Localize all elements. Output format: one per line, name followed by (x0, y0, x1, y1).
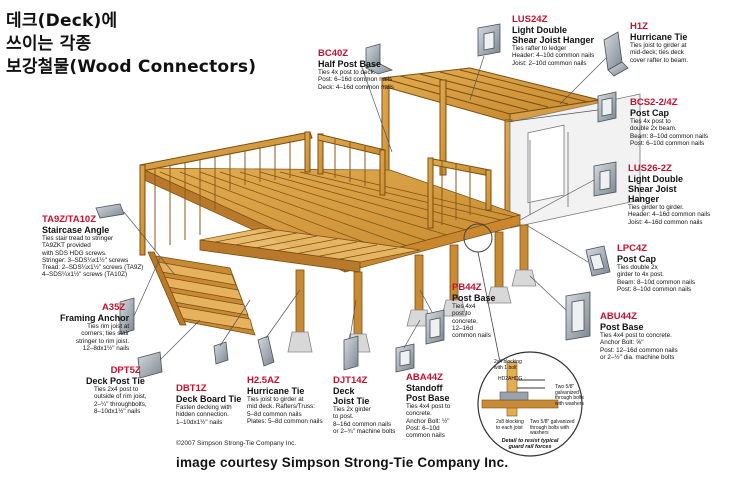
callout-h1z: H1Z Hurricane Tie Ties joist to girder a… (630, 22, 688, 64)
callout-h25az: H2.5AZ Hurricane Tie Ties joist to girde… (247, 376, 323, 425)
detail-label-band: 2x8 blocking to each joist (496, 419, 524, 431)
detail-label-part: HD2AHDG (498, 376, 523, 382)
callout-ta9z: TA9Z/TA10Z Staircase Angle Ties stair tr… (42, 215, 143, 279)
callout-bcs224z: BCS2-2/4Z Post Cap Ties 4x post to doubl… (630, 98, 708, 147)
abu44z-code: ABU44Z (600, 311, 637, 322)
title-line-1: 데크(Deck)에 (6, 11, 118, 31)
railings (139, 131, 492, 256)
bcs224z-connector-icon (597, 91, 617, 123)
callout-djt14z: DJT14Z Deck Joist Tie Ties 2x girder to … (333, 376, 395, 435)
dbt1z-desc: Fasten decking with hidden connection. 1… (176, 404, 232, 426)
h1z-desc: Ties joist to girder at mid-deck; ties d… (630, 42, 689, 64)
lus262z-name: Light Double Shear Joist Hanger (628, 174, 683, 204)
h25az-name: Hurricane Tie (247, 386, 305, 396)
abu44z-desc: Ties 4x4 post to concrete. Anchor Bolt: … (600, 332, 678, 361)
bc40z-name: Half Post Base (318, 59, 382, 69)
ta9z-connector-icon (95, 203, 125, 219)
lpc4z-connector-icon (585, 245, 611, 277)
guard-rail-detail (477, 351, 583, 457)
dbt1z-connector-icon (213, 341, 229, 365)
dpt5z-name: Deck Post Tie (86, 376, 145, 386)
djt14z-desc: Ties 2x girder to post. 8–16d common nai… (333, 406, 396, 435)
ta9z-name: Staircase Angle (42, 225, 110, 235)
h25az-connector-icon (257, 335, 275, 367)
lus24z-desc: Ties rafter to ledger Header: 4–10d comm… (512, 45, 595, 67)
lpc4z-name: Post Cap (617, 254, 657, 264)
detail-label-bolts-1: Two 5/8" galvanized through bolts with w… (555, 384, 584, 407)
callout-lus262z: LUS26-2Z Light Double Shear Joist Hanger… (628, 164, 710, 226)
aba44z-code: ABA44Z (406, 372, 443, 383)
bc40z-connector-icon (364, 43, 394, 75)
dpt5z-code: DPT5Z (110, 365, 141, 376)
lpc4z-code: LPC4Z (617, 243, 648, 254)
house-wall (509, 93, 641, 229)
callout-dbt1z: DBT1Z Deck Board Tie Fasten decking with… (176, 384, 241, 426)
pb44z-name: Post Base (452, 293, 496, 303)
callout-aba44z: ABA44Z Standoff Post Base Ties 4x4 post … (406, 372, 451, 440)
image-courtesy: image courtesy Simpson Strong-Tie Compan… (176, 455, 509, 470)
aba44z-name: Standoff Post Base (406, 383, 450, 403)
bc40z-code: BC40Z (318, 48, 349, 59)
dpt5z-desc: Ties 2x4 post to outside of rim joist, 2… (94, 386, 147, 415)
bcs224z-code: BCS2-2/4Z (630, 97, 678, 108)
ta9z-code: TA9Z/TA10Z (42, 214, 97, 225)
title-line-3: 보강철물(Wood Connectors) (6, 57, 257, 77)
dbt1z-name: Deck Board Tie (176, 394, 242, 404)
callout-lus24z: LUS24Z Light Double Shear Joist Hanger T… (512, 15, 594, 67)
detail-label-blocking: 2x4 blocking with 1 bolt (494, 359, 522, 371)
callout-lpc4z: LPC4Z Post Cap Ties double 2x girder to … (617, 244, 695, 293)
callout-abu44z: ABU44Z Post Base Ties 4x4 post to concre… (600, 312, 678, 361)
leader-lines (123, 55, 607, 361)
aba44z-connector-icon (395, 343, 415, 373)
lus262z-desc: Ties girder to girder. Header: 4–16d com… (628, 204, 711, 226)
lus24z-connector-icon (477, 23, 501, 57)
callout-dpt5z: DPT5Z Deck Post Tie Ties 2x4 post to out… (86, 366, 147, 415)
bcs224z-name: Post Cap (630, 108, 670, 118)
h25az-code: H2.5AZ (247, 375, 280, 386)
detail-label-bolts-2: Two 5/8" galvanized through bolts with w… (530, 419, 575, 437)
a35z-code: A35Z (101, 302, 126, 313)
djt14z-code: DJT14Z (333, 375, 368, 386)
pb44z-connector-icon (425, 309, 445, 345)
pb44z-desc: Ties 4x4 post to concrete. 12–16d common… (452, 303, 491, 340)
posts (295, 224, 529, 335)
detail-caption: Detail to resist typical guard rail forc… (501, 438, 559, 451)
lus262z-connector-icon (593, 161, 617, 197)
h25az-desc: Ties joist to girder at mid deck. Rafter… (247, 396, 323, 425)
lower-deck (199, 227, 421, 273)
copyright-text: ©2007 Simpson Strong-Tie Company Inc. (176, 440, 297, 447)
aba44z-desc: Ties 4x4 post to concrete. Anchor Bolt: … (406, 403, 451, 440)
bc40z-desc: Ties 4x post to deck. Post: 6–16d common… (318, 69, 394, 91)
pb44z-code: PB44Z (452, 282, 482, 293)
djt14z-connector-icon (343, 335, 359, 371)
ta9z-desc: Ties stair tread to stringer TA9ZKT prov… (42, 235, 144, 279)
abu44z-connector-icon (565, 291, 591, 341)
footings (287, 269, 537, 353)
callout-pb44z: PB44Z Post Base Ties 4x4 post to concret… (452, 282, 496, 340)
lus262z-code: LUS26-2Z (628, 163, 672, 174)
bcs224z-desc: Ties 4x post to double 2x beam. Beam: 8–… (630, 118, 709, 147)
dbt1z-code: DBT1Z (176, 383, 207, 394)
h1z-name: Hurricane Tie (630, 32, 688, 42)
a35z-desc: Ties rim joist at corners; ties stair st… (75, 323, 130, 352)
callout-bc40z: BC40Z Half Post Base Ties 4x post to dec… (318, 49, 394, 91)
lus24z-code: LUS24Z (512, 14, 548, 25)
a35z-name: Framing Anchor (60, 313, 130, 323)
lus24z-name: Light Double Shear Joist Hanger (512, 25, 595, 45)
dpt5z-connector-icon (137, 351, 163, 379)
h1z-connector-icon (603, 31, 629, 77)
abu44z-name: Post Base (600, 322, 644, 332)
a35z-connector-icon (119, 297, 135, 335)
callout-a35z: A35Z Framing Anchor Ties rim joist at co… (60, 303, 129, 352)
title-line-2: 쓰이는 각종 (6, 34, 92, 54)
staircase (147, 251, 256, 336)
h1z-code: H1Z (630, 21, 648, 32)
djt14z-name: Deck Joist Tie (333, 386, 370, 406)
lpc4z-desc: Ties double 2x girder to 4x post. Beam: … (617, 264, 696, 293)
